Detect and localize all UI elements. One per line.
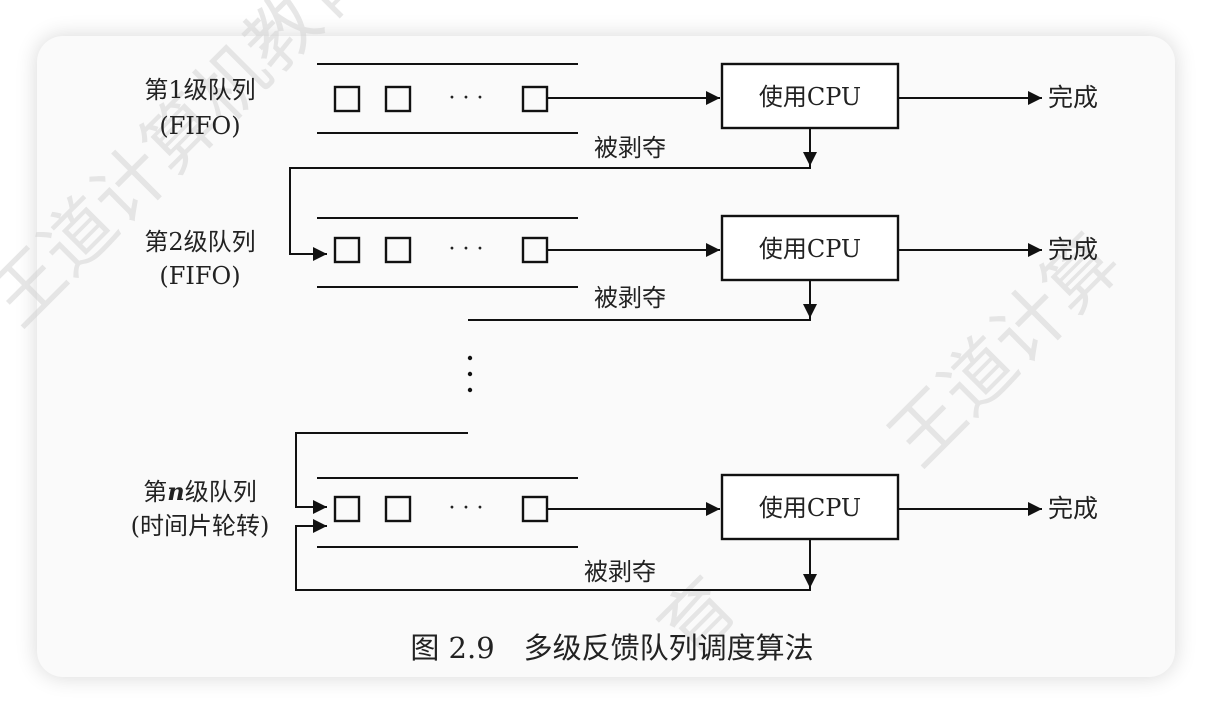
queue-n-requeue-path <box>295 519 811 591</box>
queue-2-process-last <box>521 236 549 264</box>
queue-n-name-suffix: 级队列 <box>185 478 257 506</box>
queue-1-process-2 <box>384 85 412 113</box>
queue-2-ellipsis: · · · <box>449 237 484 262</box>
queue-n-process-2 <box>384 495 412 523</box>
queue-n-name-var: n <box>167 477 184 506</box>
queue-n-name: 第n级队列 <box>143 477 256 506</box>
queue-1-preempt-label: 被剥夺 <box>594 134 666 162</box>
queue-2-cpu-label: 使用CPU <box>759 235 861 263</box>
figure-caption: 图 2.9 多级反馈队列调度算法 <box>410 631 813 665</box>
queue-n-name-prefix: 第 <box>143 478 167 506</box>
diagram-card <box>37 36 1175 677</box>
queue-1-demote-path <box>289 166 811 261</box>
queue-1-policy: (FIFO) <box>159 112 240 140</box>
queue-n-incoming-path <box>295 432 468 514</box>
queue-n-process-1 <box>333 495 361 523</box>
queue-2-demote-path <box>468 318 811 321</box>
queue-2-process-1 <box>333 236 361 264</box>
queue-n: 第n级队列 (时间片轮转) · · · 使用CPU 完成 被剥夺 <box>131 432 1098 591</box>
queue-1-cpu-box <box>720 62 900 130</box>
queue-n-ellipsis: · · · <box>449 496 484 521</box>
queue-n-cpu-label: 使用CPU <box>759 494 861 522</box>
queue-2-name: 第2级队列 <box>144 228 255 256</box>
queue-1-cpu-label: 使用CPU <box>759 83 861 111</box>
queue-1: 第1级队列 (FIFO) · · · 使用CPU 完成 被剥夺 <box>144 62 1098 261</box>
queue-1-done-label: 完成 <box>1048 83 1098 112</box>
queue-n-done-label: 完成 <box>1048 494 1098 523</box>
vertical-ellipsis <box>467 355 473 393</box>
queue-2-policy: (FIFO) <box>159 262 240 290</box>
queue-2-process-2 <box>384 236 412 264</box>
queue-2: 第2级队列 (FIFO) · · · 使用CPU 完成 被剥夺 <box>144 214 1098 321</box>
queue-1-process-last <box>521 85 549 113</box>
queue-1-process-1 <box>333 85 361 113</box>
queue-n-preempt-label: 被剥夺 <box>584 558 656 586</box>
queue-n-policy: (时间片轮转) <box>131 512 270 540</box>
watermark-text-1: 王道计算机教育 <box>0 0 388 342</box>
queue-2-preempt-label: 被剥夺 <box>594 284 666 312</box>
queue-1-ellipsis: · · · <box>449 86 484 111</box>
queue-2-cpu-box <box>720 214 900 282</box>
queue-1-name: 第1级队列 <box>144 76 255 104</box>
queue-n-process-last <box>521 495 549 523</box>
queue-2-done-label: 完成 <box>1048 235 1098 264</box>
